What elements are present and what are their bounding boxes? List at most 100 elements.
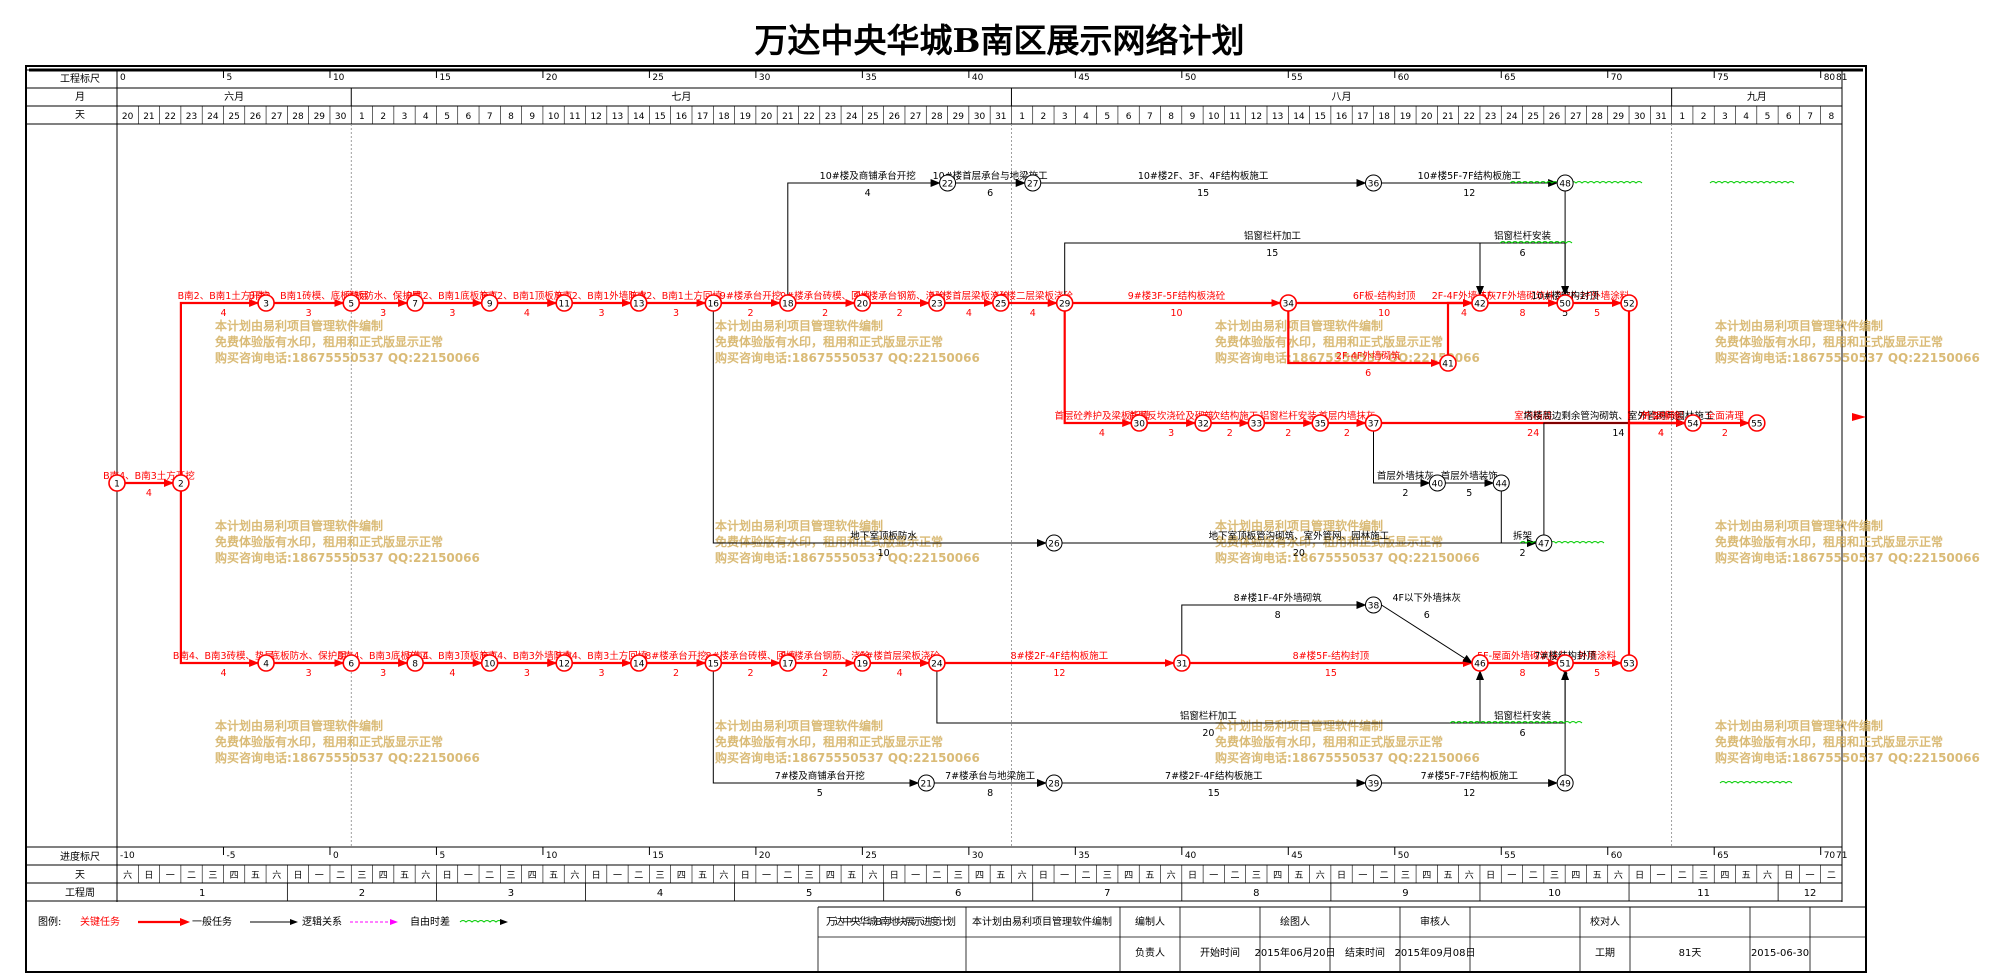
weekday-label: 五 (1593, 871, 1602, 881)
month-label: 七月 (671, 91, 691, 103)
free-float-wave (1519, 541, 1605, 544)
day-label: 1 (1019, 112, 1025, 122)
day-label: 4 (1083, 112, 1089, 122)
day-label: 22 (1464, 112, 1475, 122)
event-node-number: 17 (782, 660, 793, 670)
day-label: 5 (1765, 112, 1771, 122)
event-node-number: 16 (708, 300, 720, 310)
weekday-label: 六 (869, 869, 878, 881)
task-duration-label: 15 (1266, 248, 1278, 259)
weekday-label: 五 (1444, 871, 1453, 881)
event-node-number: 36 (1368, 180, 1380, 190)
task-duration-label: 2 (897, 308, 903, 319)
weekday-label: 六 (272, 869, 281, 881)
task-name-label: 7#楼承台与地梁施工 (945, 770, 1036, 782)
event-node-number: 23 (931, 300, 942, 310)
event-node-number: 19 (857, 660, 869, 670)
scale-tick-label: 0 (120, 73, 126, 83)
event-node-number: 26 (1048, 540, 1060, 550)
watermark-text: 购买咨询电话:18675550537 QQ:22150066 (1215, 350, 1480, 365)
event-node (1748, 414, 1766, 432)
weekday-label: 二 (1231, 871, 1240, 881)
task-duration-label: 4 (220, 668, 226, 679)
weekday-label: 二 (187, 871, 196, 881)
task-duration-label: 12 (1463, 188, 1475, 199)
day-label: 10 (548, 112, 560, 122)
day-label: 3 (402, 112, 408, 122)
event-node-number: 31 (1176, 660, 1187, 670)
task-duration-label: 2 (748, 668, 754, 679)
day-label: 14 (633, 112, 645, 122)
day-label: 29 (952, 112, 964, 122)
task-duration-label: 10 (878, 548, 890, 559)
event-node (108, 474, 126, 492)
watermark-text: 免费体验版有水印，租用和正式版显示正常 (1215, 334, 1443, 349)
task-name-label: 铝窗栏杆加工 (1244, 230, 1302, 242)
task-duration-label: 14 (1612, 428, 1624, 439)
event-node-number: 25 (995, 300, 1006, 310)
day-label: 7 (1807, 112, 1813, 122)
scale-tick-label: 5 (226, 73, 232, 83)
week-label: 1 (199, 888, 205, 899)
task-duration-label: 3 (598, 308, 604, 319)
day-label: 19 (1400, 112, 1412, 122)
task-name-label: 9#楼3F-5F结构板浇砼 (1128, 290, 1226, 302)
day-label: 25 (1527, 112, 1538, 122)
free-float-wave (1499, 241, 1573, 244)
event-node (629, 654, 648, 672)
event-node (1471, 654, 1489, 672)
watermark-text: 本计划由易利项目管理软件编制 (715, 518, 883, 533)
event-node (1535, 534, 1553, 552)
day-label: 8 (1828, 112, 1834, 122)
task-duration-label: 4 (220, 308, 226, 319)
weekday-label: 日 (443, 870, 452, 881)
day-label: 16 (676, 112, 688, 122)
progress-tick-label: 50 (1398, 851, 1410, 861)
event-node (853, 654, 872, 672)
task-name-label: 铝窗栏杆安装 (1494, 230, 1552, 242)
task-name-label: 5F-7F外墙砌筑抹灰 (1481, 290, 1564, 302)
weekday-label: 一 (1209, 871, 1218, 881)
event-node-number: 32 (1197, 420, 1208, 430)
task-duration-label: 4 (1658, 428, 1664, 439)
weekday-label: 三 (1550, 871, 1559, 881)
task-name-label: 铝窗栏杆安装 (1494, 710, 1552, 722)
weekday-label: 一 (1060, 871, 1069, 881)
task-name-label: 8#楼首层梁板浇砼 (859, 650, 940, 662)
task-name-label: 拆架 (1513, 530, 1533, 542)
day-label: 4 (1743, 112, 1749, 122)
task-name-label: 8#楼5F-结构封顶 (1293, 650, 1370, 662)
task-name-label: 首层内墙抹灰 (1318, 410, 1375, 422)
scale-tick-label: 70 (1611, 73, 1623, 83)
progress-tick-label: 70 (1824, 851, 1836, 861)
task-name-label: 7F-2F拆架 (1638, 410, 1684, 422)
day-label: 24 (207, 112, 219, 122)
day-label: 19 (740, 112, 752, 122)
event-node (939, 174, 957, 192)
watermark-text: 免费体验版有水印，租用和正式版显示正常 (715, 734, 943, 749)
event-node-number: 54 (1687, 420, 1699, 430)
task-arrow (1181, 601, 1367, 655)
task-name-label: 二次结构施工 (1201, 410, 1259, 422)
task-name-label: B南4、B南3土方开挖 (103, 470, 195, 482)
task-name-label: B南4、B南3顶板施工 (407, 650, 499, 662)
task-duration-label: 6 (987, 188, 993, 199)
event-node (1173, 654, 1191, 672)
month-label: 六月 (224, 91, 244, 103)
task-name-label: 铝窗栏杆安装 (1260, 410, 1318, 422)
task-arrow (179, 299, 260, 475)
weekday-label: 日 (1188, 870, 1197, 881)
task-duration-label: 15 (1197, 188, 1209, 199)
weekday-label: 六 (1018, 869, 1027, 881)
day-label: 17 (1357, 112, 1368, 122)
day-label: 21 (782, 112, 793, 122)
watermark-text: 购买咨询电话:18675550537 QQ:22150066 (1715, 550, 1980, 565)
week-label: 2 (359, 888, 365, 899)
task-name-label: B南4、B南3砖模、垫层 (173, 650, 274, 662)
weekday-label: 一 (464, 871, 473, 881)
day-label: 25 (867, 112, 878, 122)
event-node-number: 13 (633, 300, 644, 310)
weekday-label: 一 (166, 871, 175, 881)
event-node (928, 654, 946, 672)
weekday-label: 六 (1316, 869, 1325, 881)
